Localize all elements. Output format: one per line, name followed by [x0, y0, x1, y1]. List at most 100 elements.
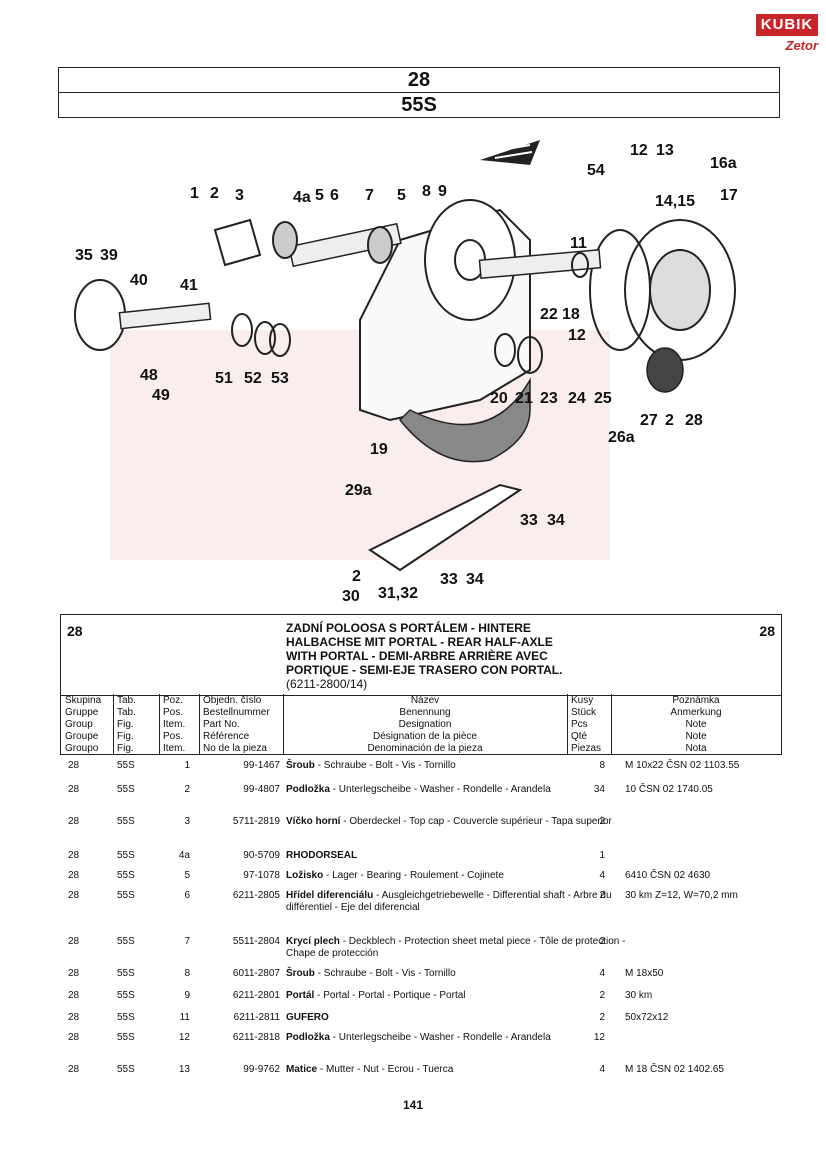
column-header-note: Poznámka — [672, 695, 720, 706]
column-header-part: Bestellnummer — [203, 707, 270, 718]
column-header-group: Group — [65, 719, 93, 730]
callout-label: 33 — [440, 571, 458, 588]
group-number: 28 — [58, 67, 780, 93]
callout-label: 23 — [540, 390, 558, 407]
cell-group: 28 — [68, 870, 80, 881]
column-header-pos: Poz. — [163, 695, 184, 706]
cell-pos: 9 — [184, 990, 190, 1001]
cell-tab: 55S — [117, 760, 135, 771]
cell-group: 28 — [68, 816, 80, 827]
callout-label: 30 — [342, 588, 360, 605]
cell-part: 6211-2811 — [233, 1012, 280, 1023]
cell-group: 28 — [68, 760, 80, 771]
cell-name: RHODORSEAL — [286, 850, 358, 861]
cell-qty: 2 — [599, 936, 605, 947]
cell-desc-rest: - Mutter - Nut - Ecrou - Tuerca — [317, 1064, 454, 1075]
cell-name: Víčko horní — [286, 816, 341, 827]
cell-pos: 8 — [184, 968, 190, 979]
column-header-pos: Item. — [163, 743, 186, 754]
column-header-group: Skupina — [65, 695, 102, 706]
cell-qty: 1 — [599, 850, 605, 861]
cell-group: 28 — [68, 784, 80, 795]
column-header-note: Anmerkung — [670, 707, 722, 718]
column-header-desc: Benennung — [399, 707, 451, 718]
cell-part: 6211-2805 — [232, 890, 280, 901]
cell-group: 28 — [68, 968, 80, 979]
callout-label: 33 — [520, 512, 538, 529]
cell-desc-rest: - Portal - Portal - Portique - Portal — [314, 990, 466, 1001]
cell-tab: 55S — [117, 936, 135, 947]
callout-label: 48 — [140, 367, 158, 384]
cell-pos: 3 — [184, 816, 190, 827]
callout-label: 19 — [370, 441, 388, 458]
cell-pos: 4a — [178, 850, 190, 861]
column-header-pos: Pos. — [163, 731, 184, 742]
brand-logo: KUBIK Zetor — [756, 14, 818, 62]
callout-label: 49 — [152, 387, 170, 404]
section-number-right: 28 — [759, 623, 775, 639]
callout-label: 11 — [570, 235, 587, 252]
cell-desc-rest: - Schraube - Bolt - Vis - Tornillo — [314, 968, 456, 979]
cell-pos: 1 — [184, 760, 190, 771]
cell-description: GUFERO — [286, 1012, 626, 1024]
col-tab: Tab.Tab.Fig.Fig.Fig. — [113, 694, 160, 755]
cell-pos: 2 — [184, 784, 190, 795]
column-header-part: No de la pieza — [203, 743, 267, 754]
cell-desc-rest: - Unterlegscheibe - Washer - Rondelle - … — [329, 784, 551, 795]
cell-pos: 13 — [178, 1064, 190, 1075]
section-title-text: ZADNÍ POLOOSA S PORTÁLEM - HINTERE HALBA… — [286, 621, 563, 677]
column-header-qty: Stück — [571, 707, 597, 718]
callout-label: 5 — [397, 187, 406, 204]
section-number-left: 28 — [67, 623, 83, 639]
cell-name: Podložka — [286, 1032, 330, 1043]
cell-description: Matice - Mutter - Nut - Ecrou - Tuerca — [286, 1064, 626, 1076]
callout-label: 21 — [515, 390, 533, 407]
cell-name: Hřídel diferenciálu — [286, 890, 374, 901]
column-header-pos: Item. — [163, 719, 186, 730]
column-header-note: Note — [685, 731, 707, 742]
callout-label: 20 — [490, 390, 508, 407]
callout-label: 4a — [293, 189, 311, 206]
cell-tab: 55S — [117, 870, 135, 881]
cell-tab: 55S — [117, 968, 135, 979]
callout-label: 29a — [345, 482, 372, 499]
cell-part: 99-9762 — [243, 1064, 280, 1075]
column-header-part: Part No. — [203, 719, 240, 730]
callout-label: 53 — [271, 370, 289, 387]
callout-label: 41 — [180, 277, 198, 294]
callout-label: 17 — [720, 187, 738, 204]
section-title-code: (6211-2800/14) — [286, 677, 368, 691]
column-header-part: Référence — [203, 731, 250, 742]
callout-label: 39 — [100, 247, 118, 264]
callout-label: 6 — [330, 187, 339, 204]
cell-qty: 4 — [599, 1064, 605, 1075]
cell-note: M 18 ČSN 02 1402.65 — [625, 1064, 724, 1075]
callout-label: 28 — [685, 412, 703, 429]
cell-tab: 55S — [117, 890, 135, 901]
cell-desc-rest: - Unterlegscheibe - Washer - Rondelle - … — [329, 1032, 551, 1043]
callout-label: 31,32 — [378, 585, 418, 602]
callout-label: 51 — [215, 370, 233, 387]
col-pos: Poz.Pos.Item.Pos.Item. — [159, 694, 200, 755]
column-header-desc: Název — [410, 695, 440, 706]
column-header-tab: Fig. — [117, 731, 134, 742]
table-number: 55S — [58, 92, 780, 118]
cell-group: 28 — [68, 1012, 80, 1023]
cell-description: Podložka - Unterlegscheibe - Washer - Ro… — [286, 1032, 626, 1044]
cell-qty: 8 — [599, 760, 605, 771]
cell-qty: 34 — [593, 784, 605, 795]
cell-note: 10 ČSN 02 1740.05 — [625, 784, 713, 795]
section-title: ZADNÍ POLOOSA S PORTÁLEM - HINTERE HALBA… — [286, 621, 576, 691]
cell-part: 99-4807 — [243, 784, 280, 795]
cell-group: 28 — [68, 1032, 80, 1043]
oil-pan — [368, 483, 523, 572]
column-header-note: Note — [685, 719, 707, 730]
callout-label: 12 — [630, 142, 648, 159]
cell-description: Portál - Portal - Portal - Portique - Po… — [286, 990, 626, 1002]
cell-name: Ložisko — [286, 870, 324, 881]
cell-part: 99-1467 — [243, 760, 280, 771]
